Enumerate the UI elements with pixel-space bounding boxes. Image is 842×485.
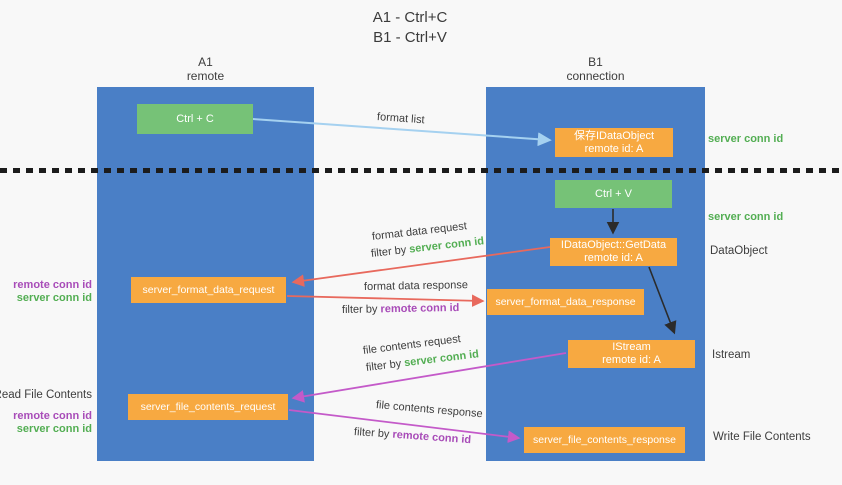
dotted-divider-line: [0, 168, 842, 173]
conn-id-labels-format: remote conn id server conn id: [13, 279, 92, 305]
conn-id-labels-file: remote conn id server conn id: [13, 410, 92, 436]
title-line-1: A1 - Ctrl+C: [372, 9, 448, 26]
istream-label: Istream: [712, 349, 751, 361]
filter-by-value-2: remote conn id: [380, 301, 460, 316]
node-istream: IStream remote id: A: [568, 340, 695, 368]
lane-a-name: A1: [198, 55, 213, 69]
server-conn-id-label-top: server conn id: [708, 133, 784, 145]
filter-by-prefix-1: filter by: [370, 243, 410, 260]
node-server-file-contents-response: server_file_contents_response: [524, 427, 685, 453]
node-server-format-data-response: server_format_data_response: [487, 289, 644, 315]
filter-by-value-1: server conn id: [408, 235, 485, 256]
format-list-label: format list: [376, 111, 425, 127]
filter-by-prefix-4: filter by: [353, 426, 393, 441]
node-ctrl-v-label: Ctrl + V: [595, 188, 632, 200]
format-data-response-filter-label: filter by remote conn id: [342, 302, 460, 316]
filter-by-prefix-2: filter by: [341, 303, 381, 316]
node-getdata-line1: IDataObject::GetData: [560, 239, 667, 251]
node-istream-line2: remote id: A: [602, 354, 661, 366]
node-ctrl-c-label: Ctrl + C: [176, 113, 214, 125]
node-server-file-contents-response-label: server_file_contents_response: [532, 434, 676, 446]
node-server-format-data-request-label: server_format_data_request: [142, 284, 275, 296]
node-istream-line1: IStream: [612, 341, 651, 353]
lane-b-header: B1 connection: [486, 55, 705, 83]
node-ctrl-c: Ctrl + C: [137, 104, 253, 134]
lane-a-subtitle: remote: [186, 69, 225, 83]
node-save-idataobject-line1: 保存IDataObject: [573, 129, 655, 142]
node-save-idataobject: 保存IDataObject remote id: A: [555, 128, 673, 157]
node-server-file-contents-request-label: server_file_contents_request: [140, 401, 276, 413]
node-idataobject-getdata: IDataObject::GetData remote id: A: [550, 238, 677, 266]
dataobject-label: DataObject: [710, 245, 768, 257]
server-conn-id-label-1: server conn id: [16, 292, 92, 304]
lane-a-header: A1 remote: [97, 55, 314, 83]
title-line-2: B1 - Ctrl+V: [373, 29, 447, 46]
file-contents-response-label: file contents response: [375, 399, 484, 421]
diagram-title: A1 - Ctrl+C B1 - Ctrl+V: [285, 8, 535, 48]
node-server-file-contents-request: server_file_contents_request: [128, 394, 288, 420]
node-save-idataobject-line2: remote id: A: [584, 142, 644, 155]
lane-b-name: B1: [588, 55, 603, 69]
read-file-contents-label: Read File Contents: [0, 389, 92, 401]
remote-conn-id-label-2: remote conn id: [13, 410, 92, 422]
node-server-format-data-response-label: server_format_data_response: [495, 296, 636, 308]
write-file-contents-label: Write File Contents: [713, 431, 811, 443]
format-data-response-label: format data response: [363, 279, 469, 293]
server-conn-id-label-mid: server conn id: [708, 211, 784, 223]
node-getdata-line2: remote id: A: [584, 252, 643, 264]
filter-by-prefix-3: filter by: [365, 357, 405, 374]
lane-b-subtitle: connection: [566, 69, 625, 83]
node-server-format-data-request: server_format_data_request: [131, 277, 286, 303]
server-conn-id-label-2: server conn id: [16, 423, 92, 435]
remote-conn-id-label-1: remote conn id: [13, 279, 92, 291]
format-data-response-arrow: [286, 294, 485, 308]
node-ctrl-v: Ctrl + V: [555, 180, 672, 208]
filter-by-value-3: server conn id: [403, 348, 480, 370]
file-contents-response-filter-label: filter by remote conn id: [354, 426, 472, 446]
filter-by-value-4: remote conn id: [392, 428, 472, 447]
